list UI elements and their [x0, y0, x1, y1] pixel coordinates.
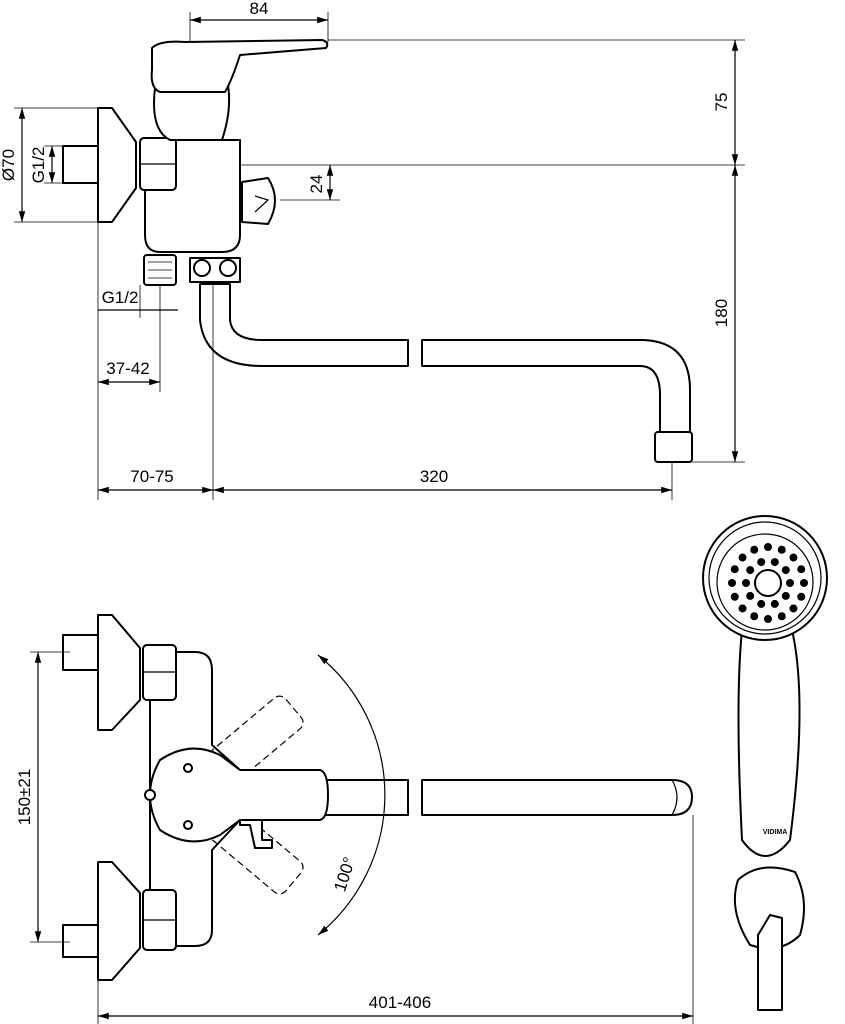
- nozzle: [781, 591, 790, 600]
- nozzle: [746, 566, 755, 575]
- nozzle: [750, 612, 759, 621]
- front-lever: [149, 747, 329, 843]
- dim-outlet-offset: 37-42: [106, 359, 149, 378]
- bracket-hose: [757, 914, 783, 1011]
- side-view: 84 75 180 24 Ø70 G1/2 G1/2 37-42 70-75 3…: [0, 0, 745, 500]
- upper-flange: [97, 614, 141, 731]
- dim-wall-to-spout: 70-75: [130, 467, 173, 486]
- handle-column: [153, 84, 231, 141]
- nozzle: [777, 612, 786, 621]
- dim-handle-reach: 84: [250, 0, 269, 18]
- dim-total-width: 401-406: [369, 993, 431, 1012]
- dim-thread-inlet: G1/2: [29, 147, 48, 184]
- rotation-arc: [317, 654, 386, 936]
- dim-spout-reach: 320: [420, 467, 448, 486]
- diverter-lever: [239, 814, 273, 849]
- nozzle: [757, 599, 766, 608]
- brand-logo: VIDIMA: [763, 829, 788, 836]
- nozzle: [770, 558, 779, 567]
- nozzle: [786, 579, 794, 587]
- nozzle: [730, 565, 739, 574]
- spout-pipe-right: [421, 339, 691, 433]
- nozzle: [742, 579, 750, 587]
- nozzle: [757, 558, 766, 567]
- shower-handle: [737, 629, 801, 857]
- dim-thread-outlet: G1/2: [102, 288, 139, 307]
- dim-diverter-offset: 24: [307, 175, 326, 194]
- lower-inlet-stub: [62, 924, 99, 958]
- shower-bracket: [733, 866, 805, 950]
- lever-handle: [150, 39, 329, 93]
- nozzle: [800, 579, 808, 587]
- nozzle: [777, 545, 786, 554]
- nozzle: [738, 553, 747, 562]
- nozzle: [789, 553, 798, 562]
- nozzle: [730, 592, 739, 601]
- nozzle: [789, 604, 798, 613]
- nozzle: [797, 592, 806, 601]
- nozzle: [738, 604, 747, 613]
- lower-flange: [97, 861, 141, 981]
- hand-shower: VIDIMA: [702, 515, 828, 1011]
- upper-inlet-stub: [62, 634, 99, 671]
- dim-handle-height: 75: [712, 93, 731, 112]
- nozzle: [764, 615, 772, 623]
- nozzle: [728, 579, 736, 587]
- nozzle: [797, 565, 806, 574]
- front-spout-right: [421, 779, 693, 816]
- front-spout-left: [319, 779, 409, 816]
- nozzle: [781, 566, 790, 575]
- wall-flange: [97, 107, 137, 223]
- diverter-knob: [241, 177, 276, 225]
- front-view: VIDIMA 150±21 100° 401-406: [15, 515, 828, 1024]
- nozzle: [750, 545, 759, 554]
- dim-spout-height: 180: [712, 299, 731, 327]
- aerator: [654, 431, 693, 463]
- shower-nozzles: [728, 543, 808, 623]
- dim-inlet-spacing: 150±21: [15, 769, 34, 826]
- nozzle: [746, 591, 755, 600]
- dim-spout-rotation: 100°: [330, 855, 359, 894]
- spout-pipe-left: [199, 283, 409, 367]
- nozzle: [770, 599, 779, 608]
- nozzle: [764, 543, 772, 551]
- inlet-stub: [62, 145, 99, 184]
- dim-flange-diameter: Ø70: [0, 149, 18, 181]
